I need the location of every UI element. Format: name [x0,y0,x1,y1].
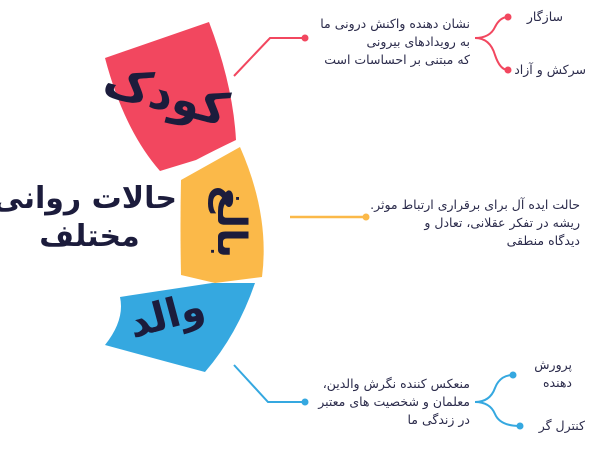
diagram-title-line-1: حالات روانی [0,181,177,216]
diagram-title: حالات روانی مختلف [0,180,177,256]
segment-child [105,22,236,171]
adult-description-line: دیدگاه منطقی [506,233,580,248]
parent-leaf-controlling: کنترل گر [538,418,585,433]
adult-description: حالت ایده آل برای برقراری ارتباط موثر. ر… [350,196,580,250]
child-description-line: که مبتنی بر احساسات است [324,52,470,67]
parent-description-line: منعکس کننده نگرش والدین، [322,376,470,391]
leaf-dot-parent-2 [516,422,524,430]
connector-adult-dot [362,213,370,221]
child-description-line: نشان دهنده واکنش درونی ما [320,16,470,31]
parent-description-line: در زندگی ما [407,412,471,427]
child-description: نشان دهنده واکنش درونی ما به رویدادهای ب… [270,15,470,69]
parent-description: منعکس کننده نگرش والدین، معلمان و شخصیت … [270,375,470,429]
leaf-dot-parent-1 [509,371,517,379]
connector-child [233,37,305,77]
parent-description-line: معلمان و شخصیت های معتبر [318,394,470,409]
leaf-dot-child-2 [504,66,512,74]
connector-parent-leaf-2 [474,401,521,427]
segment-adult [180,147,264,283]
diagram-title-line-2: مختلف [39,219,140,254]
child-leaf-adaptive: سازگار [526,9,563,24]
connector-parent-dot [301,398,309,406]
connector-child-dot [301,34,309,42]
segment-parent [105,283,255,372]
connector-child-leaf-2 [474,37,509,71]
connector-parent-leaf-1 [474,374,514,403]
parent-leaf-nurturing: پرورش دهنده [534,357,572,390]
adult-description-line: حالت ایده آل برای برقراری ارتباط موثر. [370,197,580,212]
connector-parent [233,364,305,403]
leaf-dot-child-1 [504,13,512,21]
segment-label-adult: بالغ [208,186,254,258]
adult-description-line: ریشه در تفکر عقلانی، تعادل و [424,215,580,230]
child-leaf-rebellious-free: سرکش و آزاد [514,62,586,77]
child-description-line: به رویدادهای بیرونی [366,34,470,49]
connector-child-leaf-1 [474,16,509,39]
